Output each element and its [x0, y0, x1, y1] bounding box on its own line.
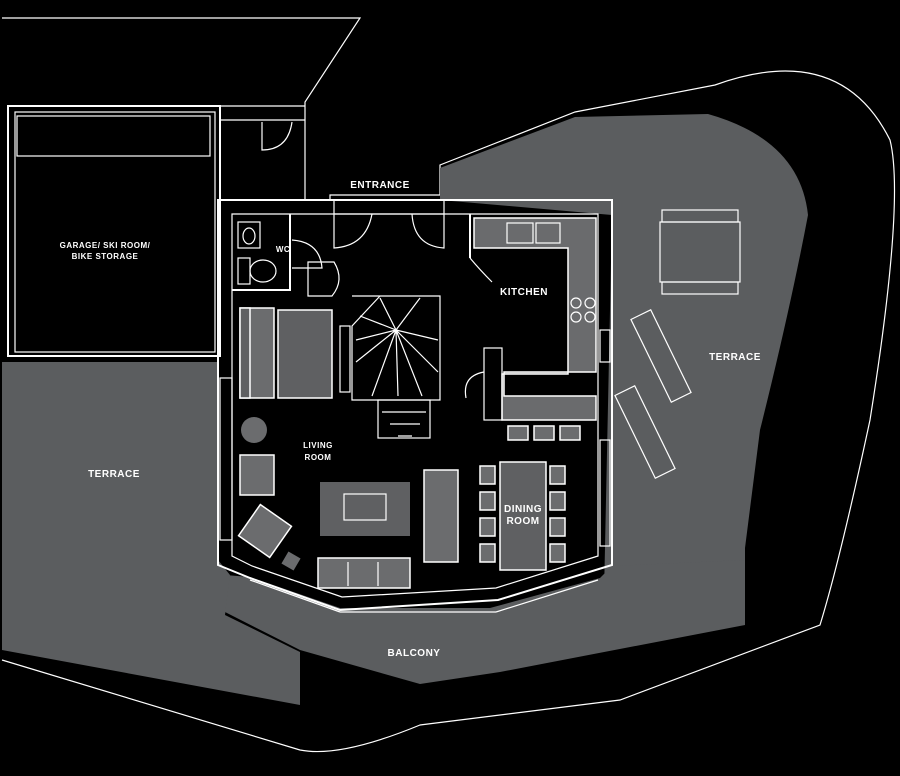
entrance-threshold: [333, 199, 445, 215]
window-left: [219, 377, 233, 541]
window-right: [599, 329, 611, 363]
dining-chair-5: [549, 465, 566, 485]
hob-burner-1: [570, 297, 582, 309]
bar-stool-2: [533, 425, 555, 441]
window-bay: [249, 579, 599, 613]
terrace-left-area: [2, 362, 300, 705]
fridge-door-swing: [464, 371, 485, 399]
house-inner-wall: [231, 213, 599, 598]
stair-landing: [377, 399, 431, 439]
property-boundary: [1, 17, 896, 753]
sun-lounger-1: [630, 309, 692, 403]
garage-door-swing: [261, 121, 293, 151]
label-kitchen: KITCHEN: [500, 287, 548, 298]
terrace-bench-bottom: [661, 281, 739, 295]
entrance-door-right-swing: [411, 213, 445, 249]
terrace-right-area: [440, 114, 808, 628]
armchair-left: [239, 454, 275, 496]
kitchen-drainer: [535, 222, 561, 244]
dining-chair-7: [549, 517, 566, 537]
hob-burner-3: [570, 311, 582, 323]
armchair-corner: [237, 503, 293, 559]
kitchen-door-swing: [469, 257, 493, 283]
coffee-table-top: [277, 309, 333, 399]
garage-shelf: [16, 115, 211, 157]
center-table: [343, 493, 387, 521]
dining-table: [499, 461, 547, 571]
house-outer-wall: [217, 199, 613, 612]
entrance-door-left-swing: [333, 213, 373, 249]
rug: [320, 482, 410, 536]
side-table: [241, 417, 267, 443]
wc-door-swing: [291, 239, 323, 269]
wc-sink: [237, 221, 261, 249]
stair-bottom-steps: [382, 411, 426, 437]
dining-chair-2: [479, 491, 496, 511]
label-garage-line1: GARAGE/ SKI ROOM/BIKE STORAGE: [60, 241, 151, 261]
sofa-bottom: [317, 557, 411, 589]
sun-lounger-2: [614, 385, 676, 479]
wc-sink-bowl: [242, 227, 256, 245]
label-balcony: BALCONY: [388, 648, 441, 659]
garage-outer-wall: [7, 105, 221, 357]
label-terrace-left: TERRACE: [88, 469, 140, 480]
bar-stool-3: [559, 425, 581, 441]
dining-chair-4: [479, 543, 496, 563]
dining-chair-6: [549, 491, 566, 511]
hob-burner-2: [584, 297, 596, 309]
fridge: [483, 347, 503, 421]
wc-toilet-bowl: [249, 259, 277, 283]
label-dining-line1: DINING: [504, 504, 542, 515]
label-wc: WC: [276, 245, 290, 254]
garage-inner-wall: [14, 111, 216, 353]
window-right-lower: [599, 439, 611, 547]
small-table: [281, 551, 301, 571]
balcony-area: [225, 560, 745, 684]
kitchen-sink: [506, 222, 534, 244]
label-entrance: ENTRANCE: [350, 180, 410, 191]
label-living-line2: ROOM: [305, 453, 332, 462]
dining-chair-3: [479, 517, 496, 537]
bar-stool-1: [507, 425, 529, 441]
dining-chair-1: [479, 465, 496, 485]
kitchen-counter: [473, 217, 597, 421]
wc-toilet-tank: [237, 257, 251, 285]
stair-rail: [339, 325, 351, 393]
terrace-bench-top: [661, 209, 739, 223]
sofa-right: [423, 469, 459, 563]
stair-treads: [355, 297, 439, 397]
hob-burner-4: [584, 311, 596, 323]
label-living-line1: LIVING: [303, 441, 333, 450]
label-dining-line2: ROOM: [506, 516, 539, 527]
dining-chair-8: [549, 543, 566, 563]
closet-door: [307, 261, 340, 297]
sofa-left-back: [239, 307, 251, 399]
wc-wall: [232, 214, 291, 291]
label-terrace-right: TERRACE: [709, 352, 761, 363]
